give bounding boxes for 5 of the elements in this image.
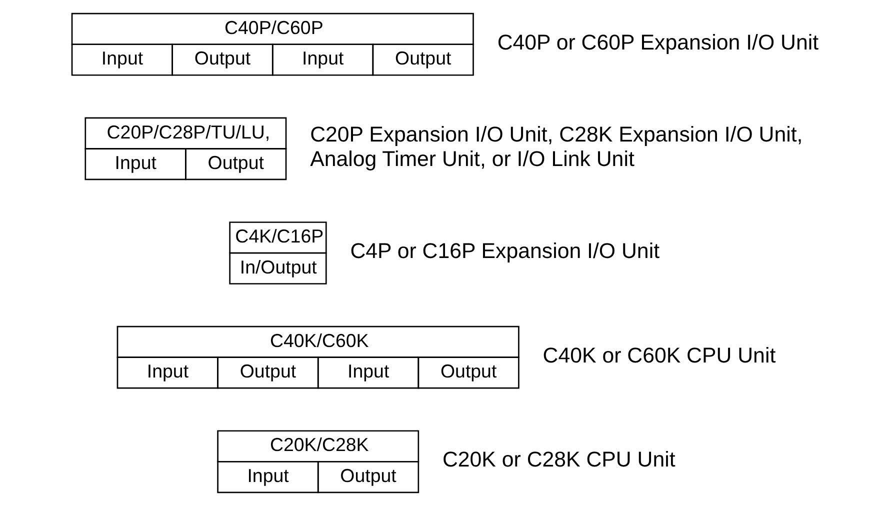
node-label: C40P or C60P Expansion I/O Unit — [497, 30, 819, 54]
node-label: C20P Expansion I/O Unit, C28K Expansion I/O Unit, Analog Timer Unit, or I/O Link Unit — [310, 122, 803, 171]
node-label: C4P or C16P Expansion I/O Unit — [350, 239, 660, 264]
node-label: C20K or C28K CPU Unit — [442, 448, 676, 472]
node-label: C40K or C60K CPU Unit — [542, 343, 776, 368]
